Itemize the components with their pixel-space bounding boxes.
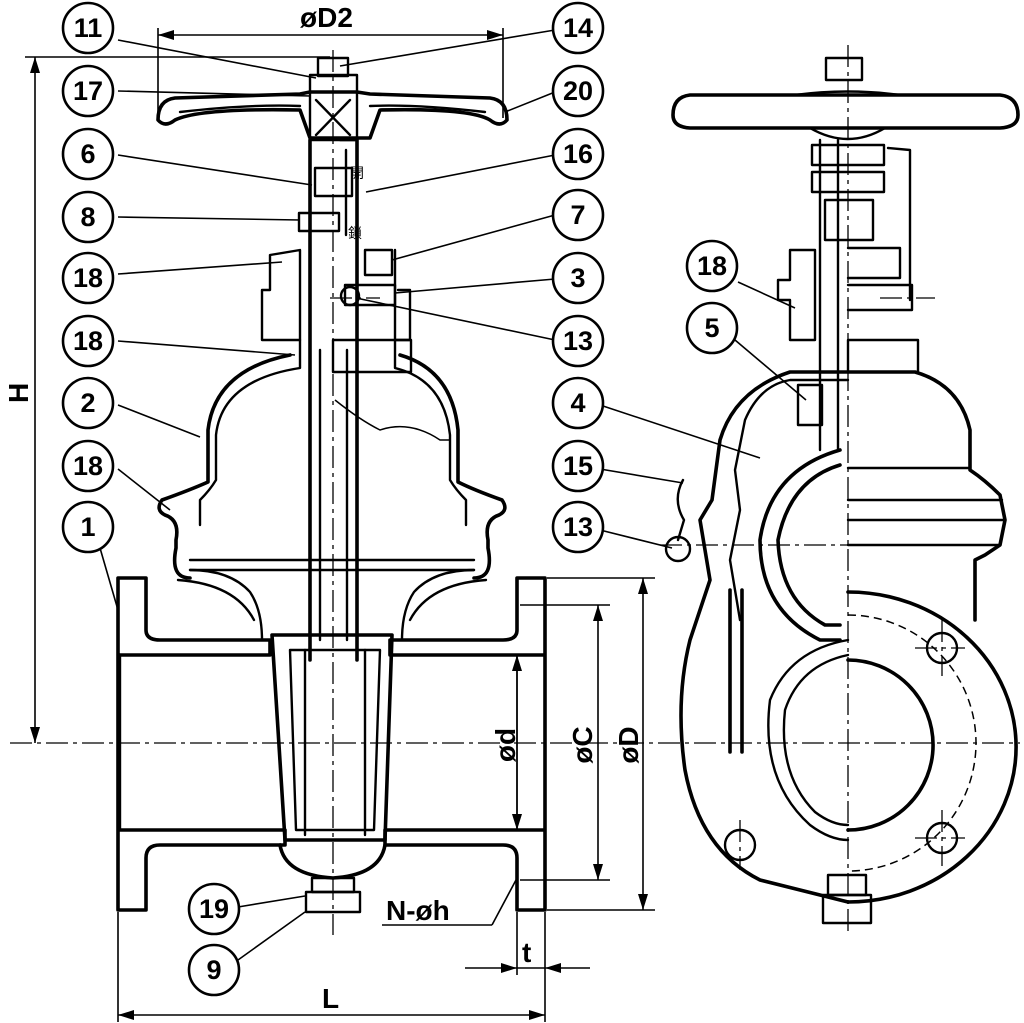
callout-2: 2 <box>61 376 115 430</box>
svg-text:18: 18 <box>73 263 103 293</box>
dim-h-label: H <box>3 383 34 403</box>
svg-text:7: 7 <box>570 200 585 230</box>
callout-16: 16 <box>551 127 605 181</box>
svg-text:13: 13 <box>563 512 593 542</box>
svg-text:11: 11 <box>74 13 103 43</box>
dim-t-label: t <box>522 937 531 968</box>
svg-text:3: 3 <box>570 263 585 293</box>
svg-text:20: 20 <box>563 76 593 106</box>
dim-outer-d-label: øD <box>613 726 644 763</box>
svg-text:18: 18 <box>73 326 103 356</box>
callout-18-a: 18 <box>61 251 115 305</box>
front-view <box>116 56 547 914</box>
open-mark: 開 <box>350 165 364 181</box>
svg-text:18: 18 <box>697 251 727 281</box>
callout-15: 15 <box>551 439 605 493</box>
lock-mark: 鎖 <box>348 225 362 241</box>
svg-text:18: 18 <box>73 451 103 481</box>
callout-7: 7 <box>551 188 605 242</box>
dim-holes-label: N-øh <box>386 895 450 926</box>
callout-leaders <box>99 29 807 961</box>
side-view <box>664 56 1020 925</box>
dim-l-label: L <box>322 983 339 1014</box>
callout-6: 6 <box>61 127 115 181</box>
dim-d2-label: øD2 <box>300 2 353 33</box>
svg-text:4: 4 <box>570 388 585 418</box>
dimension-lines <box>25 28 655 1022</box>
svg-text:2: 2 <box>80 388 95 418</box>
callout-20: 20 <box>551 64 605 118</box>
svg-text:1: 1 <box>80 512 95 542</box>
callout-13-a: 13 <box>551 314 605 368</box>
dim-d-label: ød <box>490 728 521 762</box>
svg-text:8: 8 <box>80 202 95 232</box>
callout-18-d: 18 <box>685 239 739 293</box>
svg-text:5: 5 <box>704 313 719 343</box>
dim-c-label: øC <box>567 726 598 763</box>
callout-4: 4 <box>551 376 605 430</box>
callout-1: 1 <box>61 500 115 554</box>
svg-text:17: 17 <box>73 76 103 106</box>
callout-9: 9 <box>187 943 241 997</box>
callout-13-b: 13 <box>551 500 605 554</box>
svg-text:16: 16 <box>563 139 593 169</box>
svg-text:14: 14 <box>563 13 593 43</box>
svg-text:15: 15 <box>563 451 593 481</box>
callout-3: 3 <box>551 251 605 305</box>
callout-18-c: 18 <box>61 439 115 493</box>
svg-text:13: 13 <box>563 326 593 356</box>
svg-text:9: 9 <box>206 955 221 985</box>
callout-19: 19 <box>187 882 241 936</box>
callout-14: 14 <box>551 1 605 55</box>
svg-text:6: 6 <box>80 139 95 169</box>
callout-18-b: 18 <box>61 314 115 368</box>
center-lines <box>10 45 1020 935</box>
callout-17: 17 <box>61 64 115 118</box>
callout-5: 5 <box>685 301 739 355</box>
callout-8: 8 <box>61 190 115 244</box>
svg-text:19: 19 <box>199 894 229 924</box>
callout-11: 11 <box>61 1 115 55</box>
